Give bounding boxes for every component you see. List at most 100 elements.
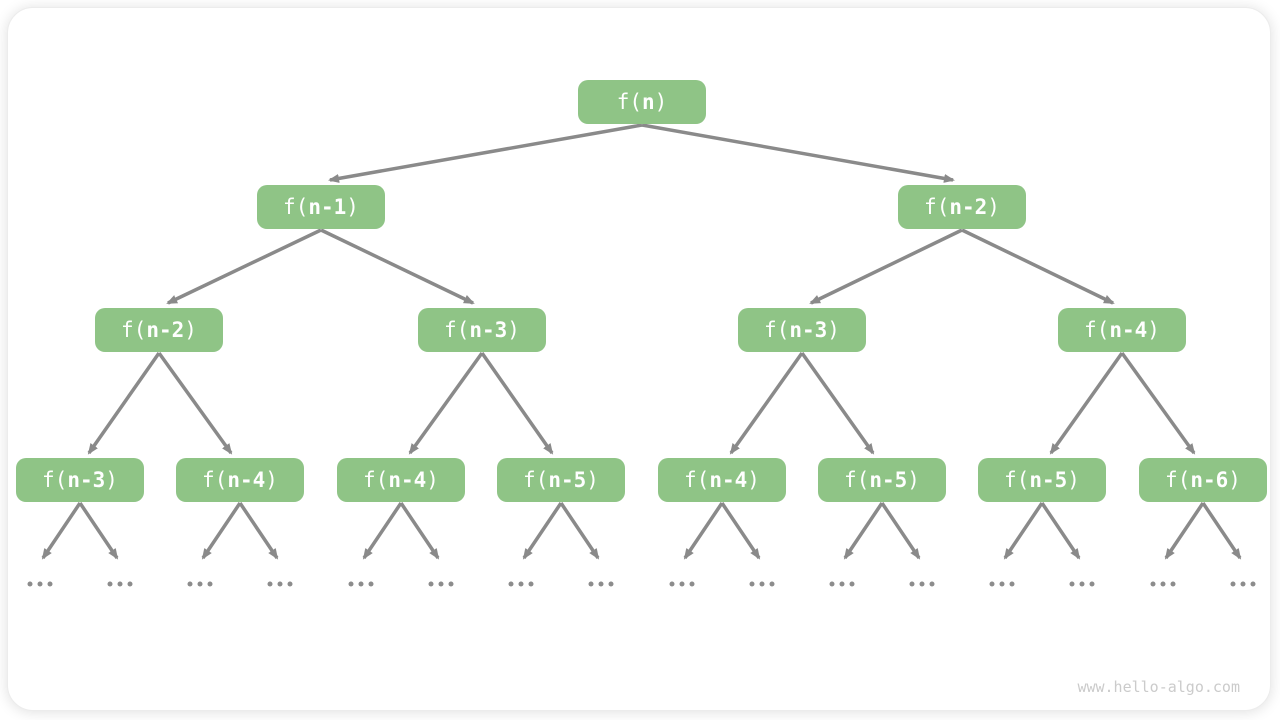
ellipsis-dot xyxy=(909,581,915,587)
ellipsis-dot xyxy=(37,581,43,587)
node-label-arg: n-5 xyxy=(548,467,587,492)
ellipsis-leaf xyxy=(508,581,534,587)
ellipsis-dot xyxy=(277,581,283,587)
ellipsis-dot xyxy=(348,581,354,587)
node-label-post: ) xyxy=(105,467,118,492)
ellipsis-leaf xyxy=(107,581,133,587)
ellipsis-dot xyxy=(1069,581,1075,587)
ellipsis-dot xyxy=(117,581,123,587)
ellipsis-dot xyxy=(999,581,1005,587)
ellipsis-leaf xyxy=(588,581,614,587)
node-label-arg: n-2 xyxy=(146,317,185,342)
tree-node-f-n-3: f(n-3) xyxy=(418,308,546,352)
node-label-pre: f( xyxy=(1004,467,1030,492)
tree-node-f-n-4: f(n-4) xyxy=(337,458,465,502)
tree-node-f-n-3: f(n-3) xyxy=(16,458,144,502)
node-label-post: ) xyxy=(1228,467,1241,492)
node-label-post: ) xyxy=(1147,317,1160,342)
node-label-pre: f( xyxy=(1084,317,1110,342)
node-label-pre: f( xyxy=(202,467,228,492)
node-label-arg: n-3 xyxy=(67,467,106,492)
node-label-post: ) xyxy=(1067,467,1080,492)
ellipsis-dot xyxy=(919,581,925,587)
ellipsis-dot xyxy=(849,581,855,587)
ellipsis-leaf xyxy=(909,581,935,587)
ellipsis-dot xyxy=(608,581,614,587)
node-label-post: ) xyxy=(654,89,668,114)
node-label-post: ) xyxy=(346,194,359,219)
ellipsis-dot xyxy=(929,581,935,587)
node-label-arg: n-2 xyxy=(949,194,988,219)
ellipsis-leaf xyxy=(428,581,454,587)
node-label-post: ) xyxy=(265,467,278,492)
ellipsis-dot xyxy=(1170,581,1176,587)
node-label-pre: f( xyxy=(1165,467,1191,492)
node-label-arg: n-4 xyxy=(227,467,266,492)
node-label-pre: f( xyxy=(363,467,389,492)
ellipsis-dot xyxy=(127,581,133,587)
node-label-arg: n xyxy=(641,89,655,114)
ellipsis-dot xyxy=(1240,581,1246,587)
tree-node-f-n-4: f(n-4) xyxy=(658,458,786,502)
node-label-pre: f( xyxy=(283,194,309,219)
ellipsis-leaf xyxy=(1150,581,1176,587)
node-label-post: ) xyxy=(507,317,520,342)
node-label-pre: f( xyxy=(844,467,870,492)
ellipsis-leaf xyxy=(267,581,293,587)
node-label-arg: n-5 xyxy=(1029,467,1068,492)
node-label-post: ) xyxy=(184,317,197,342)
node-label-post: ) xyxy=(987,194,1000,219)
ellipsis-leaf xyxy=(829,581,855,587)
ellipsis-dot xyxy=(669,581,675,587)
ellipsis-dot xyxy=(187,581,193,587)
ellipsis-dot xyxy=(989,581,995,587)
ellipsis-dot xyxy=(438,581,444,587)
ellipsis-dot xyxy=(598,581,604,587)
tree-node-f-n-5: f(n-5) xyxy=(818,458,946,502)
node-label-post: ) xyxy=(747,467,760,492)
ellipsis-dot xyxy=(749,581,755,587)
node-label-post: ) xyxy=(907,467,920,492)
ellipsis-leaf xyxy=(27,581,53,587)
ellipsis-dot xyxy=(107,581,113,587)
tree-node-f-n-5: f(n-5) xyxy=(497,458,625,502)
node-label-arg: n-4 xyxy=(388,467,427,492)
node-label-post: ) xyxy=(586,467,599,492)
tree-node-f-n-2: f(n-2) xyxy=(95,308,223,352)
ellipsis-dot xyxy=(358,581,364,587)
ellipsis-dot xyxy=(839,581,845,587)
ellipsis-dot xyxy=(448,581,454,587)
ellipsis-dot xyxy=(1160,581,1166,587)
node-label-arg: n-5 xyxy=(869,467,908,492)
ellipsis-leaf xyxy=(187,581,213,587)
ellipsis-dot xyxy=(1079,581,1085,587)
ellipsis-dot xyxy=(759,581,765,587)
ellipsis-dot xyxy=(287,581,293,587)
tree-node-f-n-4: f(n-4) xyxy=(176,458,304,502)
tree-node-f-n-1: f(n-1) xyxy=(257,185,385,229)
ellipsis-dot xyxy=(1150,581,1156,587)
tree-node-f-n-3: f(n-3) xyxy=(738,308,866,352)
ellipsis-dot xyxy=(1009,581,1015,587)
ellipsis-dot xyxy=(528,581,534,587)
node-label-pre: f( xyxy=(616,89,642,114)
tree-node-f-n-5: f(n-5) xyxy=(978,458,1106,502)
node-label-pre: f( xyxy=(444,317,470,342)
ellipsis-dot xyxy=(1230,581,1236,587)
node-label-arg: n-4 xyxy=(709,467,748,492)
node-label-post: ) xyxy=(827,317,840,342)
node-label-arg: n-4 xyxy=(1109,317,1148,342)
ellipsis-dot xyxy=(428,581,434,587)
ellipsis-leaf xyxy=(669,581,695,587)
ellipsis-dot xyxy=(508,581,514,587)
tree-node-f-n: f(n) xyxy=(578,80,706,124)
tree-node-f-n-2: f(n-2) xyxy=(898,185,1026,229)
node-label-post: ) xyxy=(426,467,439,492)
ellipsis-dot xyxy=(47,581,53,587)
node-label-pre: f( xyxy=(764,317,790,342)
ellipsis-dot xyxy=(769,581,775,587)
ellipsis-dot xyxy=(1089,581,1095,587)
tree-node-f-n-6: f(n-6) xyxy=(1139,458,1267,502)
ellipsis-dot xyxy=(27,581,33,587)
node-label-pre: f( xyxy=(42,467,68,492)
